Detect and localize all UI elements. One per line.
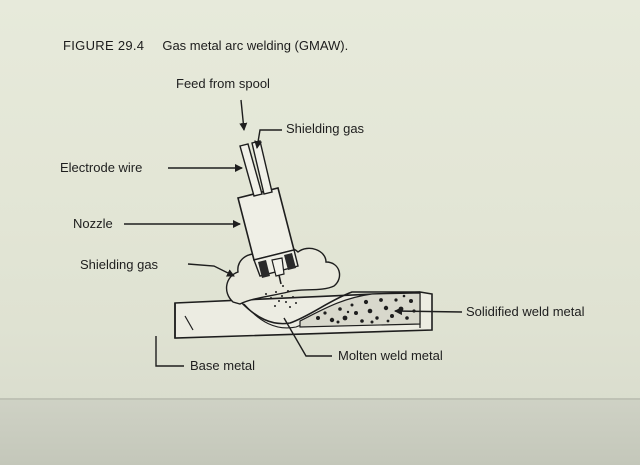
label-shielding-gas-top: Shielding gas <box>286 121 365 136</box>
molten-leader <box>283 317 332 357</box>
leader-lines <box>124 99 463 367</box>
solidified-arrow <box>394 307 463 316</box>
electrode-wire-tubes <box>239 140 273 197</box>
shielding-gas-left-arrow <box>187 263 235 277</box>
label-solidified-weld-metal: Solidified weld metal <box>466 304 585 319</box>
feed-arrow <box>239 99 248 131</box>
label-nozzle: Nozzle <box>73 216 113 231</box>
label-molten-weld-metal: Molten weld metal <box>338 348 443 363</box>
label-base-metal: Base metal <box>190 358 256 373</box>
label-shielding-gas-left: Shielding gas <box>80 257 159 272</box>
base-metal-leader <box>155 336 184 367</box>
label-electrode-wire: Electrode wire <box>60 160 143 175</box>
page-edge <box>0 398 640 400</box>
figure-number: FIGURE 29.4 <box>63 38 145 53</box>
label-feed-from-spool: Feed from spool <box>176 76 270 91</box>
shielding-gas-top-arrow <box>254 129 282 149</box>
page-lower-margin <box>0 398 640 465</box>
arc-spray <box>265 285 297 308</box>
figure-caption: FIGURE 29.4 Gas metal arc welding (GMAW). <box>63 38 348 53</box>
figure-title: Gas metal arc welding (GMAW). <box>162 38 349 53</box>
